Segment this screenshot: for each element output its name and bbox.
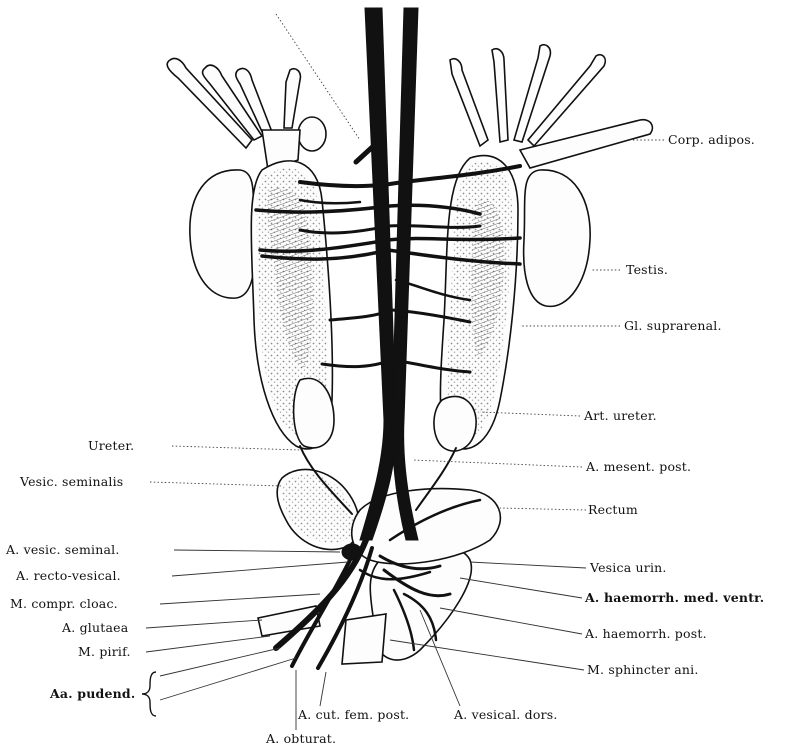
label-ureter: Ureter. (88, 439, 134, 453)
label-a-obturat: A. obturat. (266, 732, 336, 746)
label-m-sphincter-ani: M. sphincter ani. (587, 663, 699, 677)
label-vesica-urin: Vesica urin. (590, 561, 667, 575)
label-rectum: Rectum (588, 503, 638, 517)
label-art-ureter: Art. ureter. (584, 409, 657, 423)
fat-body-right (450, 45, 652, 168)
testis-left (190, 170, 255, 298)
label-a-mesent-post: A. mesent. post. (586, 460, 691, 474)
label-testis: Testis. (626, 263, 668, 277)
label-corp-adipos: Corp. adipos. (668, 133, 755, 147)
vena-cava (392, 8, 418, 540)
label-a-vesic-seminal: A. vesic. seminal. (6, 543, 120, 557)
label-a-haemorrh-post: A. haemorrh. post. (585, 627, 707, 641)
label-a-glutaea: A. glutaea (62, 621, 128, 635)
label-a-recto-vesical: A. recto-vesical. (16, 569, 121, 583)
kidney-left (251, 161, 334, 449)
kidney-right (434, 156, 518, 451)
aorta (360, 8, 396, 540)
label-a-haemorrh-med-ventr: A. haemorrh. med. ventr. (585, 591, 764, 605)
label-a-cut-fem-post: A. cut. fem. post. (298, 708, 409, 722)
label-m-pirif: M. pirif. (78, 645, 131, 659)
fat-body-left (167, 58, 326, 170)
label-m-compr-cloac: M. compr. cloac. (10, 597, 118, 611)
label-vesic-seminalis: Vesic. seminalis (20, 475, 123, 489)
label-a-vesical-dors: A. vesical. dors. (454, 708, 558, 722)
label-aa-pudend: Aa. pudend. (50, 687, 135, 701)
testis-right (524, 170, 591, 306)
label-gl-suprarenal: Gl. suprarenal. (624, 319, 722, 333)
pudend-brace (142, 672, 156, 716)
sphincter-muscle (342, 614, 386, 664)
